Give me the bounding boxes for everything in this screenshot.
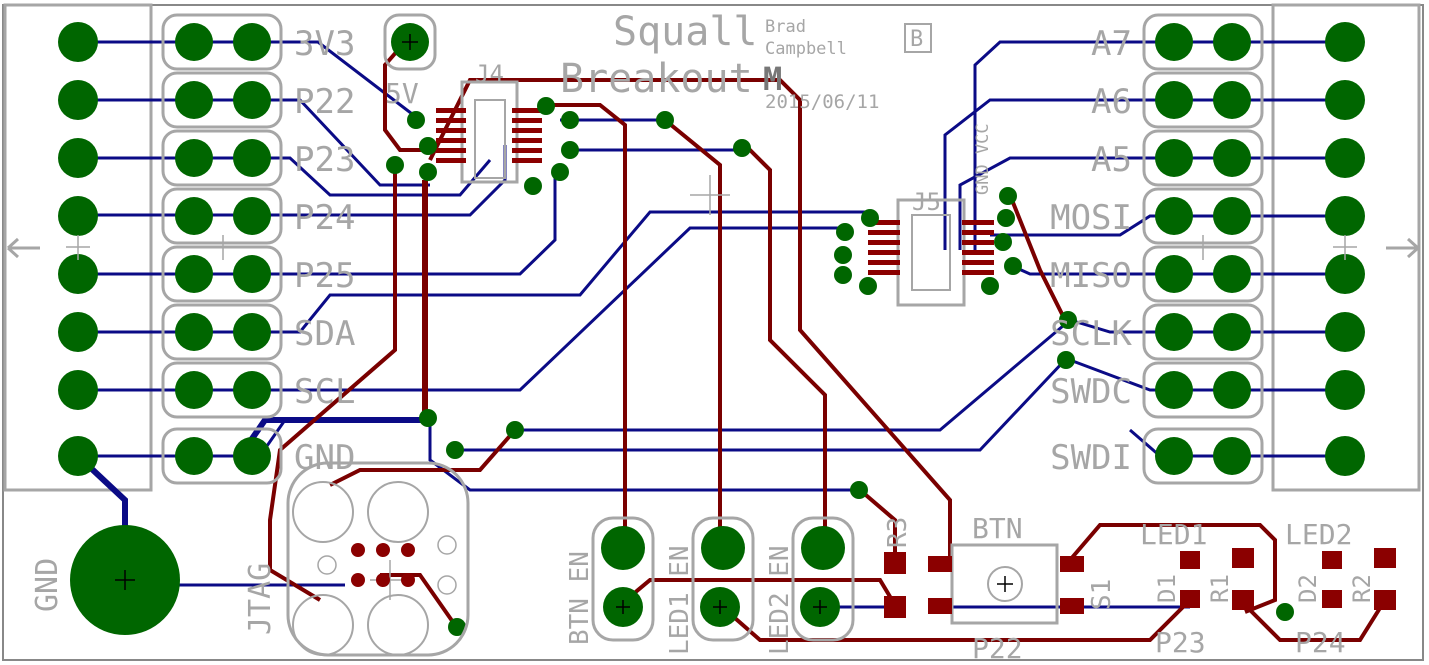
gnd-pad-label: GND [30, 558, 65, 612]
led2-label: LED2 [1285, 518, 1352, 551]
five-v-mark [402, 34, 418, 50]
r2-label: R2 [1348, 574, 1376, 603]
author-first-name: Brad [765, 17, 806, 37]
five-v-label: 5V [385, 77, 419, 110]
r3-label: R3 [883, 517, 913, 548]
j4-label: J4 [475, 60, 504, 88]
btn-label: BTN [972, 512, 1023, 545]
en-jumpers [591, 516, 855, 642]
left-header-label: SDA [294, 314, 355, 354]
right-header-label: SWDI [1050, 438, 1132, 478]
right-header-label: A6 [1091, 82, 1132, 122]
right-header-label: SCLK [1050, 314, 1132, 354]
p22-label: P22 [972, 632, 1023, 665]
vias [386, 97, 1294, 636]
jtag-connector [286, 461, 470, 657]
j5-connector [868, 198, 994, 307]
left-arrow-icon [6, 237, 40, 259]
led1-en-label: LED1 EN [665, 545, 695, 655]
s1-label: S1 [1087, 579, 1117, 610]
right-header-label: SWDC [1050, 372, 1132, 412]
right-header-label: A5 [1091, 140, 1132, 180]
left-header-label: P23 [294, 140, 355, 180]
layer-marker-box [904, 23, 932, 53]
p24-label: P24 [1295, 626, 1346, 659]
left-header-outline [161, 13, 283, 485]
led2-en-label: LED2 EN [765, 545, 795, 655]
author-last-name: Campbell [765, 39, 847, 59]
layer-marker: B [910, 27, 923, 52]
gnd-vcc-label: GND VCC [973, 123, 993, 195]
left-header-pads [58, 22, 271, 476]
button-section [884, 543, 1084, 625]
right-header-pads [1155, 22, 1365, 476]
left-cutout [3, 3, 153, 492]
r1-label: R1 [1206, 574, 1234, 603]
bottom-copper-traces [268, 40, 1387, 642]
right-arrow-icon [1386, 237, 1420, 259]
led-section [1180, 548, 1396, 610]
five-v-outline [383, 13, 437, 71]
gnd-pad-mark [115, 570, 135, 590]
jtag-label: JTAG [243, 563, 278, 635]
d2-label: D2 [1294, 574, 1322, 603]
board-subtitle: Breakout [560, 56, 753, 102]
right-header-outline [1142, 13, 1264, 485]
right-cutout [1271, 3, 1421, 492]
d1-label: D1 [1153, 574, 1181, 603]
btn-en-label: BTN EN [565, 551, 595, 645]
left-header-label: 3V3 [294, 24, 355, 64]
left-header-label: P25 [294, 256, 355, 296]
left-header-label: P24 [294, 198, 355, 238]
p23-label: P23 [1155, 626, 1206, 659]
left-header-label: P22 [294, 82, 355, 122]
j5-label: J5 [912, 188, 941, 216]
right-header-label: MISO [1050, 256, 1132, 296]
board-date: 2015/06/11 [765, 91, 879, 113]
j4-connector [436, 80, 542, 184]
university-logo: M [763, 60, 782, 98]
board-outline [2, 4, 1424, 661]
led1-label: LED1 [1140, 518, 1207, 551]
board-title: Squall [613, 9, 758, 55]
right-header-label: MOSI [1050, 198, 1132, 238]
left-header-label: SCL [294, 372, 355, 412]
left-header-label: GND [294, 438, 355, 478]
right-header-label: A7 [1091, 24, 1132, 64]
